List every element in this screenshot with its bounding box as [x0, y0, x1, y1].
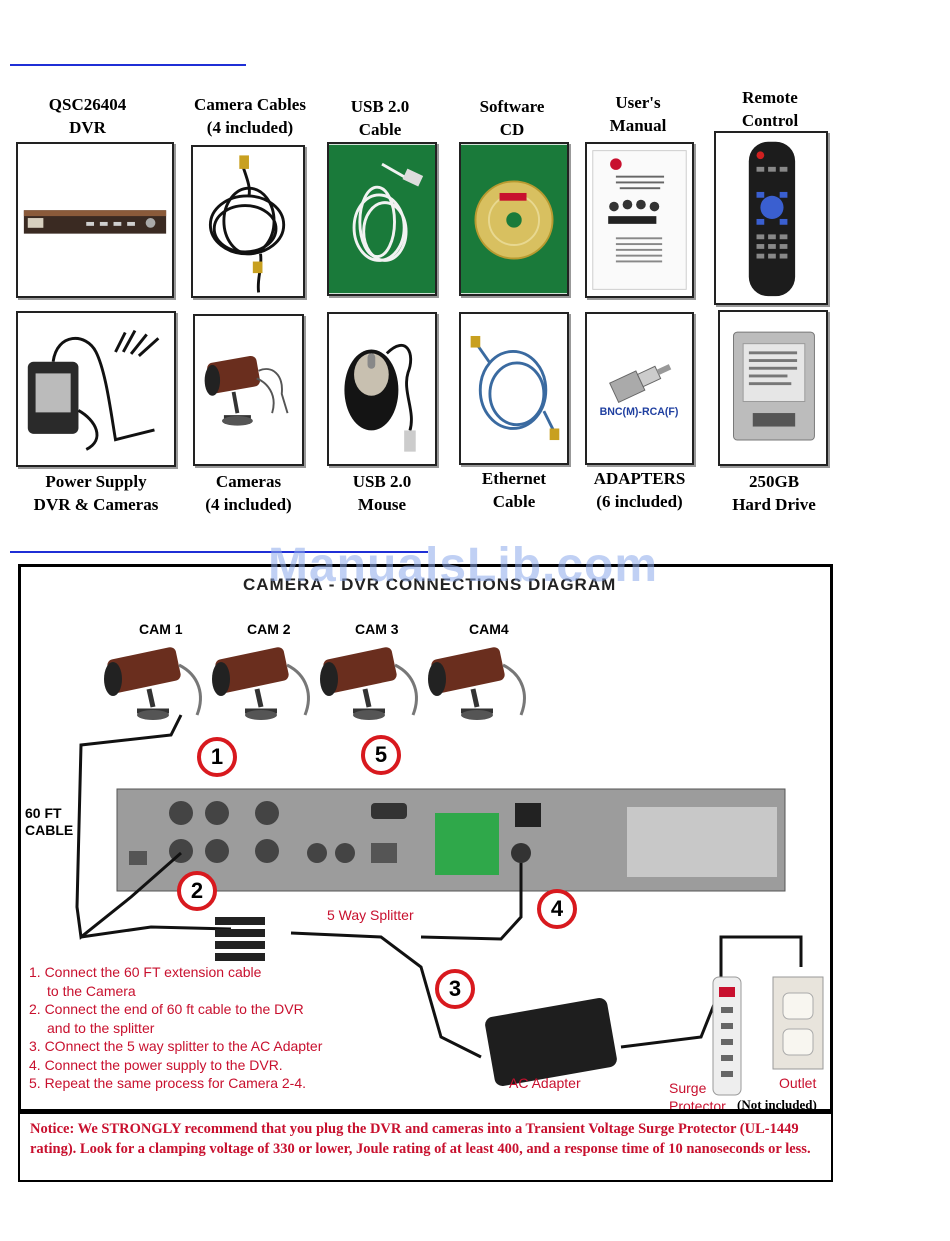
mouse-icon — [327, 312, 437, 466]
dvr-back-panel — [116, 788, 786, 892]
not-included-label: (Not included) — [737, 1097, 817, 1112]
instruction-step: 1. Connect the 60 FT extension cable — [29, 964, 262, 980]
diagram-artwork — [75, 647, 824, 1096]
step-badge-4: 4 — [537, 889, 577, 929]
step-badge-2: 2 — [177, 871, 217, 911]
section-rule-top — [10, 64, 246, 66]
item-label-cameras: Cameras(4 included) — [205, 472, 292, 514]
power-supply-icon — [16, 311, 176, 467]
item-label-camera-cables: Camera Cables(4 included) — [194, 95, 306, 137]
connections-diagram: CAMERA - DVR CONNECTIONS DIAGRAM CAM 1 C… — [18, 564, 833, 1112]
instruction-steps: 1. Connect the 60 FT extension cable to … — [29, 963, 322, 1093]
cam-label-2: CAM 2 — [247, 621, 291, 637]
manual-icon — [585, 142, 694, 298]
step-badge-5: 5 — [361, 735, 401, 775]
adapter-caption: BNC(M)-RCA(F) — [600, 406, 679, 418]
ac-adapter-label: AC Adapter — [509, 1075, 581, 1091]
usb-cable-icon — [327, 142, 437, 296]
item-label-adapters: ADAPTERS(6 included) — [593, 469, 686, 511]
hard-drive-icon — [718, 310, 828, 466]
cam-label-4: CAM4 — [469, 621, 509, 637]
surge-protector-icon — [712, 976, 742, 1096]
cam-label-3: CAM 3 — [355, 621, 399, 637]
camera-icon — [193, 314, 304, 466]
instruction-step: to the Camera — [47, 982, 136, 999]
watermark: ManualsLib.com — [268, 539, 659, 592]
ac-adapter-icon — [485, 998, 617, 1086]
dvr-icon — [16, 142, 174, 298]
ethernet-icon — [459, 312, 569, 465]
cam-label-1: CAM 1 — [139, 621, 183, 637]
section-rule-mid — [10, 551, 428, 553]
step-badge-1: 1 — [197, 737, 237, 777]
outlet-label: Outlet — [779, 1075, 817, 1091]
instruction-step: 5. Repeat the same process for Camera 2-… — [29, 1075, 307, 1091]
instruction-step: 4. Connect the power supply to the DVR. — [29, 1056, 283, 1073]
step-badge-3: 3 — [435, 969, 475, 1009]
splitter-icon — [215, 917, 265, 961]
adapter-icon: BNC(M)-RCA(F) — [585, 312, 694, 465]
instruction-step: and to the splitter — [47, 1019, 155, 1036]
diagram-camera-icon — [104, 647, 526, 720]
surge-notice: Notice: We STRONGLY recommend that you p… — [18, 1112, 833, 1182]
diagram-cables — [75, 714, 803, 1059]
outlet-icon — [772, 976, 824, 1070]
instruction-step: 2. Connect the end of 60 ft cable to the… — [29, 1001, 304, 1017]
diagram-title: CAMERA - DVR CONNECTIONS DIAGRAM — [243, 575, 617, 594]
cd-icon — [459, 142, 569, 296]
instruction-step: 3. COnnect the 5 way splitter to the AC … — [29, 1038, 323, 1054]
cable-coil-icon — [191, 145, 305, 298]
splitter-label: 5 Way Splitter — [327, 907, 414, 923]
remote-icon — [714, 131, 828, 305]
